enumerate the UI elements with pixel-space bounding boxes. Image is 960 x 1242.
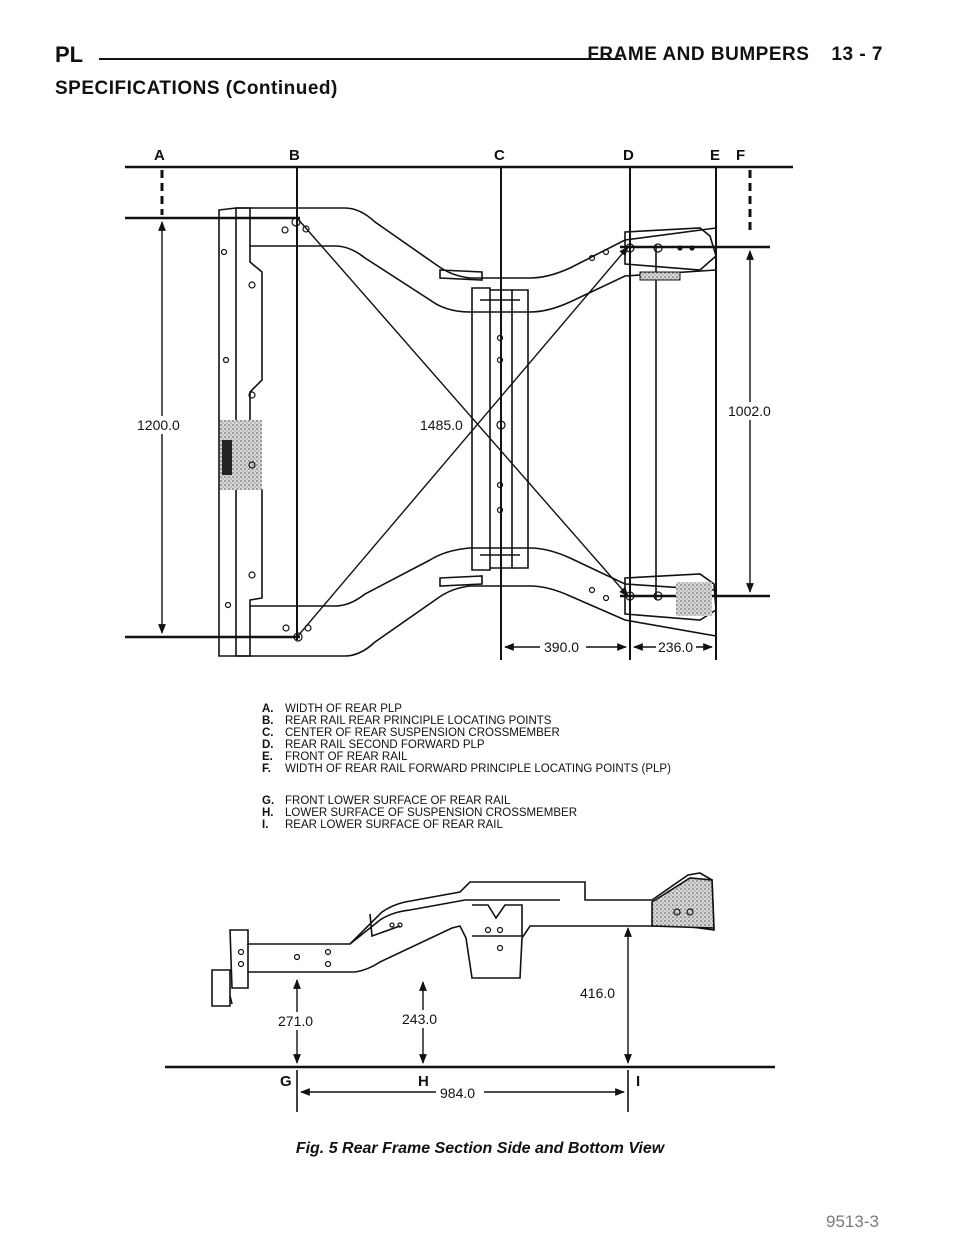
page-number: 13 - 7 bbox=[831, 44, 883, 65]
legend-key-a: A. bbox=[262, 703, 274, 715]
diagonal-1 bbox=[296, 217, 629, 597]
legend-text-i: REAR LOWER SURFACE OF REAR RAIL bbox=[285, 819, 504, 831]
dim-1002: 1002.0 bbox=[728, 403, 771, 419]
point-h: H bbox=[418, 1073, 429, 1090]
dim-271: 271.0 bbox=[278, 1013, 313, 1029]
legend-text-b: REAR RAIL REAR PRINCIPLE LOCATING POINTS bbox=[285, 715, 552, 727]
point-g: G bbox=[280, 1073, 292, 1090]
legend-key-e: E. bbox=[262, 751, 273, 763]
point-b: B bbox=[289, 147, 300, 164]
legend-text-f: WIDTH OF REAR RAIL FORWARD PRINCIPLE LOC… bbox=[285, 763, 671, 775]
legend-key-b: B. bbox=[262, 715, 274, 727]
header-rule bbox=[99, 58, 621, 60]
legend-key-c: C. bbox=[262, 727, 274, 739]
side-view bbox=[165, 872, 775, 1112]
figure-caption: Fig. 5 Rear Frame Section Side and Botto… bbox=[295, 1140, 665, 1157]
section-code: PL bbox=[55, 42, 84, 67]
legend-text-e: FRONT OF REAR RAIL bbox=[285, 751, 408, 763]
legend-text-d: REAR RAIL SECOND FORWARD PLP bbox=[285, 739, 485, 751]
legend: A. WIDTH OF REAR PLP B. REAR RAIL REAR P… bbox=[262, 703, 671, 831]
legend-key-f: F. bbox=[262, 763, 271, 775]
point-f: F bbox=[736, 147, 745, 164]
point-c: C bbox=[494, 147, 505, 164]
legend-text-h: LOWER SURFACE OF SUSPENSION CROSSMEMBER bbox=[285, 807, 577, 819]
point-d: D bbox=[623, 147, 634, 164]
legend-text-c: CENTER OF REAR SUSPENSION CROSSMEMBER bbox=[285, 727, 560, 739]
legend-key-i: I. bbox=[262, 819, 268, 831]
section-subtitle: SPECIFICATIONS (Continued) bbox=[55, 78, 338, 99]
legend-key-g: G. bbox=[262, 795, 274, 807]
page-header: PL FRAME AND BUMPERS 13 - 7 bbox=[55, 42, 883, 72]
dim-416: 416.0 bbox=[580, 985, 615, 1001]
diagonal-2 bbox=[296, 246, 629, 638]
point-e: E bbox=[710, 147, 720, 164]
dim-236: 236.0 bbox=[658, 639, 693, 655]
legend-key-d: D. bbox=[262, 739, 274, 751]
legend-text-g: FRONT LOWER SURFACE OF REAR RAIL bbox=[285, 795, 511, 807]
dim-243: 243.0 bbox=[402, 1011, 437, 1027]
top-view bbox=[125, 165, 793, 660]
header-right: FRAME AND BUMPERS 13 - 7 bbox=[565, 44, 883, 66]
point-i: I bbox=[636, 1073, 640, 1090]
dim-1200: 1200.0 bbox=[137, 417, 180, 433]
dim-1485: 1485.0 bbox=[420, 417, 463, 433]
legend-text-a: WIDTH OF REAR PLP bbox=[285, 703, 402, 715]
figure-id: 9513-3 bbox=[826, 1212, 879, 1231]
legend-key-h: H. bbox=[262, 807, 274, 819]
dim-984: 984.0 bbox=[440, 1085, 475, 1101]
chapter-title: FRAME AND BUMPERS bbox=[587, 44, 810, 65]
dim-390: 390.0 bbox=[544, 639, 579, 655]
point-a: A bbox=[154, 147, 165, 164]
